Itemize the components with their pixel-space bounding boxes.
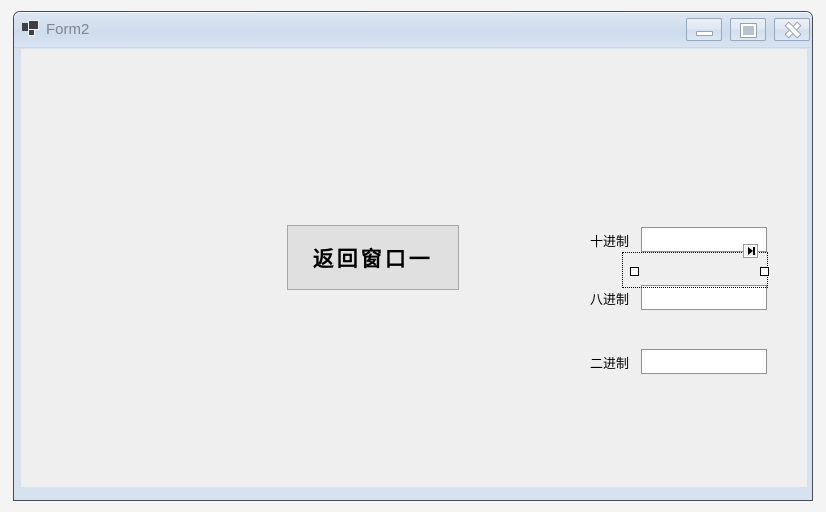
form-icon-square-left (22, 23, 29, 31)
form-icon (22, 20, 40, 38)
input-octal[interactable] (641, 285, 767, 310)
form-window: Form2 返回窗口一 十进制 八进制 二进制 (13, 11, 813, 501)
smart-tag-arrow (748, 247, 753, 255)
resize-handle-middle-right[interactable] (760, 267, 769, 276)
close-icon (783, 22, 802, 38)
window-title: Form2 (46, 21, 90, 38)
title-bar[interactable]: Form2 (14, 12, 812, 48)
close-button[interactable] (774, 18, 810, 41)
minimize-icon (696, 31, 713, 36)
input-binary[interactable] (641, 349, 767, 374)
maximize-button[interactable] (730, 18, 766, 41)
maximize-icon-inner (743, 26, 754, 35)
smart-tag-triangle-icon[interactable] (743, 244, 758, 258)
minimize-button[interactable] (686, 18, 722, 41)
return-to-window-one-button[interactable]: 返回窗口一 (287, 225, 459, 290)
form-icon-square-bottom (28, 29, 35, 36)
label-decimal: 十进制 (589, 235, 629, 250)
smart-tag-bar (753, 247, 755, 255)
resize-handle-middle-left[interactable] (630, 267, 639, 276)
label-binary: 二进制 (589, 357, 629, 372)
form-client-area: 返回窗口一 十进制 八进制 二进制 (21, 49, 807, 487)
maximize-icon (741, 24, 756, 37)
label-octal: 八进制 (589, 293, 629, 308)
